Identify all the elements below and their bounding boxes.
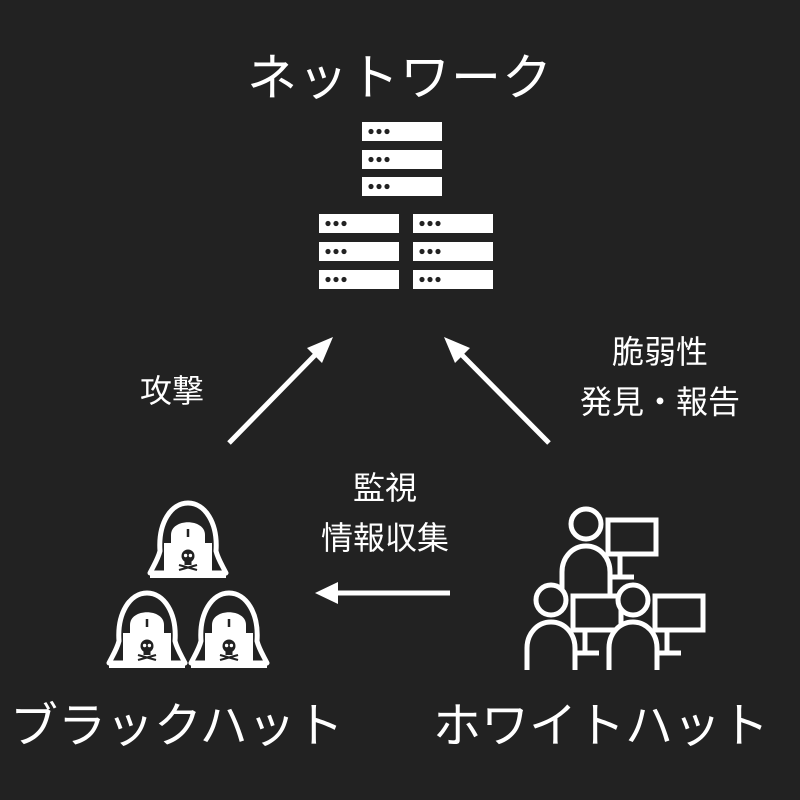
black-hat-title: ブラックハット <box>10 698 344 754</box>
vulnerability-report-arrow <box>444 337 551 445</box>
monitoring-label: 監視 情報収集 <box>290 463 480 563</box>
vulnerability-label-line1: 脆弱性 <box>611 333 708 371</box>
monitoring-arrow <box>315 582 450 604</box>
hooded-hacker-group-icon <box>109 503 267 668</box>
monitoring-label-line1: 監視 <box>352 469 417 507</box>
analyst-group-icon <box>527 509 703 670</box>
white-hat-title: ホワイトハット <box>433 698 770 754</box>
vulnerability-label-line2: 発見・報告 <box>579 383 740 421</box>
attack-arrow <box>227 337 333 445</box>
monitoring-label-line2: 情報収集 <box>320 519 449 557</box>
server-stack-icon <box>319 122 493 289</box>
vulnerability-label: 脆弱性 発見・報告 <box>560 327 760 427</box>
network-title: ネットワーク <box>247 49 553 107</box>
attack-label: 攻撃 <box>140 372 205 410</box>
